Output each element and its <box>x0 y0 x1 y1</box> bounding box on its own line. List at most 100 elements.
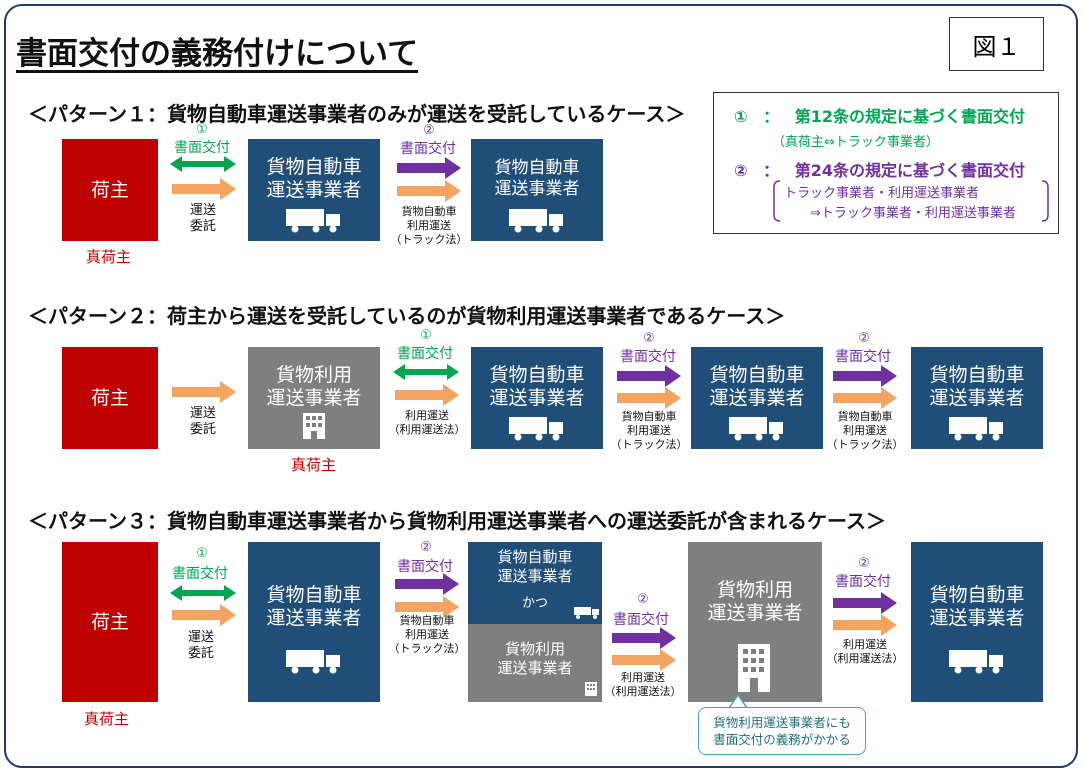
legend-item-1: ① ： 第12条の規定に基づく書面交付 <box>734 103 1025 127</box>
p3-fwd-law-a: 利用運送 （利用運送法） <box>604 671 682 698</box>
p3-arrow-orange <box>172 604 236 626</box>
p2-arrow-purple-a <box>617 365 681 387</box>
p3-arrow-purple-b <box>612 627 676 649</box>
p1-shipper-label: 荷主 <box>90 178 129 201</box>
p3-arrow-orange-a <box>395 596 459 618</box>
p1-shipper-box: 荷主 <box>62 139 158 241</box>
p3-truck-carrier-a-label: 貨物自動車 運送事業者 <box>266 584 362 629</box>
p1-truck-carrier-a: 貨物自動車 運送事業者 <box>248 139 380 241</box>
legend-sub-2b: ⇒トラック事業者・利用運送事業者 <box>810 206 1016 221</box>
p2-arrow-orange-2 <box>395 384 459 406</box>
legend-text-2: 第24条の規定に基づく書面交付 <box>794 161 1025 180</box>
truck-icon <box>286 209 340 233</box>
p1-arrow-orange <box>172 178 236 200</box>
p3-num2b: ② <box>637 592 649 607</box>
truck-icon <box>729 417 783 441</box>
p3-forwarder-label: 貨物利用 運送事業者 <box>707 579 803 624</box>
p3-truck-carrier-a: 貨物自動車 運送事業者 <box>248 542 380 702</box>
p3-double-arrow-green <box>170 585 236 601</box>
building-icon <box>738 644 770 692</box>
legend-brackets <box>773 180 1049 222</box>
p2-doc2a: 書面交付 <box>620 349 676 365</box>
pattern2-heading: ＜パターン２：荷主から運送を受託しているのが貨物利用運送事業者であるケース＞ <box>28 304 786 328</box>
building-icon <box>303 413 325 439</box>
p2-arrow-orange <box>172 381 236 403</box>
p2-arrow-purple-b <box>833 365 897 387</box>
p2-truck-law-b: 貨物自動車 利用運送 （トラック法） <box>826 410 904 451</box>
p3-split-and: かつ <box>521 596 548 611</box>
p1-doc2: 書面交付 <box>400 141 456 157</box>
p2-fwd-law: 利用運送 （利用運送法） <box>388 409 466 436</box>
p1-true-shipper: 真荷主 <box>86 248 132 266</box>
p2-doc2b: 書面交付 <box>835 349 891 365</box>
pattern3-heading: ＜パターン３：貨物自動車運送事業者から貨物利用運送事業者への運送委託が含まれるケ… <box>28 509 886 533</box>
p3-split-bottom: 貨物利用 運送事業者 <box>468 624 602 702</box>
p3-doc2a: 書面交付 <box>397 559 453 575</box>
p3-truck-carrier-b: 貨物自動車 運送事業者 <box>911 542 1043 702</box>
legend-sub-1: （真荷主⇔トラック事業者） <box>772 135 939 150</box>
p1-commission: 運送 委託 <box>189 203 216 234</box>
p3-truck-carrier-b-label: 貨物自動車 運送事業者 <box>929 584 1025 629</box>
p3-fwd-law-b: 利用運送 （利用運送法） <box>826 638 904 665</box>
p1-double-arrow-green <box>170 156 236 172</box>
p3-arrow-purple-a <box>395 573 459 595</box>
p2-arrow-orange-a <box>617 387 681 409</box>
p2-truck-law-a: 貨物自動車 利用運送 （トラック法） <box>610 410 688 451</box>
p2-arrow-orange-b <box>833 387 897 409</box>
p2-truck-carrier-c-label: 貨物自動車 運送事業者 <box>929 364 1025 409</box>
truck-icon <box>509 209 563 233</box>
p1-arrow-purple <box>397 157 461 179</box>
p3-arrow-purple-c <box>833 592 897 614</box>
legend-marker-1: ① <box>734 107 748 126</box>
p3-split-bottom-label: 貨物利用 運送事業者 <box>497 640 573 677</box>
legend-text-1: 第12条の規定に基づく書面交付 <box>794 107 1025 126</box>
truck-icon <box>574 607 599 619</box>
truck-icon <box>509 417 563 441</box>
p3-arrow-orange-c <box>833 614 897 636</box>
p1-truck-carrier-a-label: 貨物自動車 運送事業者 <box>266 156 362 201</box>
p2-shipper-box: 荷主 <box>62 347 158 449</box>
p2-double-arrow-green <box>393 364 459 380</box>
p1-truck-law: 貨物自動車 利用運送 （トラック法） <box>390 205 468 246</box>
p3-doc2b: 書面交付 <box>613 612 669 628</box>
legend-sub-2a: トラック事業者・利用運送事業者 <box>784 186 980 201</box>
p1-num2: ② <box>423 123 435 138</box>
p2-commission: 運送 委託 <box>189 406 216 437</box>
page-title: 書面交付の義務付けについて <box>16 36 419 72</box>
p2-truck-carrier-b: 貨物自動車 運送事業者 <box>691 347 823 449</box>
p2-shipper-label: 荷主 <box>90 386 129 409</box>
pattern1-heading: ＜パターン１：貨物自動車運送事業者のみが運送を受託しているケース＞ <box>28 102 686 126</box>
p3-callout: 貨物利用運送事業者にも 書面交付の義務がかかる <box>698 707 866 755</box>
p2-truck-carrier-b-label: 貨物自動車 運送事業者 <box>709 364 805 409</box>
p3-forwarder-box: 貨物利用 運送事業者 <box>688 542 822 702</box>
building-icon <box>585 682 597 696</box>
p3-num2a: ② <box>420 540 432 555</box>
truck-icon <box>286 650 340 674</box>
truck-icon <box>949 417 1003 441</box>
p2-truck-carrier-a: 貨物自動車 運送事業者 <box>471 347 603 449</box>
p2-doc1: 書面交付 <box>397 346 453 362</box>
p3-num1: ① <box>196 546 208 561</box>
legend-colon-1: ： <box>763 107 780 126</box>
legend-marker-2: ② <box>734 161 748 180</box>
p1-arrow-orange-2 <box>397 180 461 202</box>
p3-doc2c: 書面交付 <box>835 574 891 590</box>
p2-forwarder-label: 貨物利用 運送事業者 <box>266 364 362 409</box>
p3-doc1: 書面交付 <box>172 566 228 582</box>
legend-item-2: ② ： 第24条の規定に基づく書面交付 <box>734 157 1025 181</box>
figure-label: 図１ <box>949 17 1044 71</box>
p3-split-top: 貨物自動車 運送事業者 かつ <box>468 542 602 624</box>
p2-num1: ① <box>420 328 432 343</box>
p3-shipper-box: 荷主 <box>62 542 158 702</box>
p3-num2c: ② <box>858 556 870 571</box>
page-frame <box>4 4 1078 768</box>
p3-true-shipper: 真荷主 <box>84 710 130 728</box>
p3-truck-law-a: 貨物自動車 利用運送 （トラック法） <box>388 614 466 655</box>
p2-truck-carrier-a-label: 貨物自動車 運送事業者 <box>489 364 585 409</box>
legend-colon-2: ： <box>763 161 780 180</box>
p1-doc1: 書面交付 <box>174 140 230 156</box>
p2-truck-carrier-c: 貨物自動車 運送事業者 <box>911 347 1043 449</box>
p3-arrow-orange-b <box>612 649 676 671</box>
p2-num2a: ② <box>643 331 655 346</box>
p3-split-top-label: 貨物自動車 運送事業者 <box>497 548 573 585</box>
